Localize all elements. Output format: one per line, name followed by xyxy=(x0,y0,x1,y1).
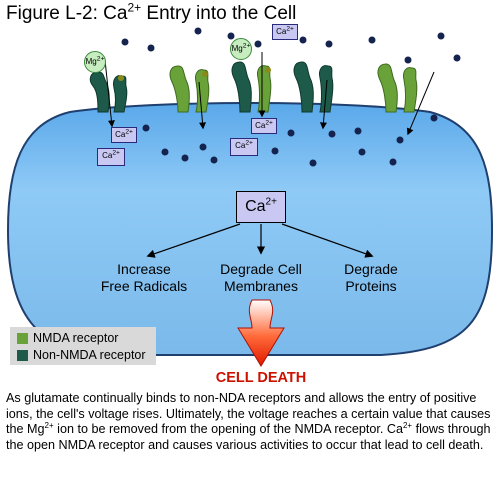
glutamate-dot xyxy=(118,75,124,81)
calcium-node: Ca2+ xyxy=(236,191,286,223)
cell-death-arrow xyxy=(237,299,285,367)
glutamate-dot xyxy=(265,67,271,73)
ca-ion-box: Ca2+ xyxy=(97,148,125,166)
ca-ion-box: Ca2+ xyxy=(230,138,258,156)
nmda-receptor-1 xyxy=(169,65,210,113)
outcome-free-radicals: Increase Free Radicals xyxy=(89,261,199,295)
ion-dots-inside xyxy=(142,124,404,167)
outcome-label: Degrade xyxy=(344,261,398,277)
outcome-proteins: Degrade Proteins xyxy=(316,261,426,295)
ca-ion-box: Ca2+ xyxy=(251,118,277,134)
outcome-label: Proteins xyxy=(345,278,397,294)
legend-item-nmda: NMDA receptor xyxy=(17,331,118,345)
legend-swatch xyxy=(17,349,28,361)
arrow-to-free-radicals xyxy=(146,223,241,258)
mg-ion-2: Mg2+ xyxy=(230,38,252,60)
figure-caption: As glutamate continually binds to non-ND… xyxy=(6,391,491,452)
cell-death-label: CELL DEATH xyxy=(215,370,307,386)
ion-flow-arrow-2 xyxy=(198,81,207,130)
legend-label: NMDA receptor xyxy=(33,331,119,345)
ion-flow-arrow-1 xyxy=(104,59,115,128)
glutamate-dot xyxy=(202,71,208,77)
legend-item-non-nmda: Non-NMDA receptor xyxy=(17,348,146,362)
outcome-label: Increase xyxy=(117,261,171,277)
non-nmda-receptor-1 xyxy=(89,71,128,113)
nmda-receptor-3 xyxy=(377,63,418,113)
legend: NMDA receptor Non-NMDA receptor xyxy=(10,327,156,365)
outcome-cell-membranes: Degrade Cell Membranes xyxy=(206,261,316,295)
ion-dots-outside xyxy=(121,27,461,122)
outcome-label: Membranes xyxy=(224,278,298,294)
figure-title: Figure L-2: Ca2+ Entry into the Cell xyxy=(6,0,297,24)
arrow-to-proteins xyxy=(281,223,374,258)
ion-flow-arrow-4 xyxy=(319,79,328,130)
outcome-label: Free Radicals xyxy=(100,278,188,294)
mg-ion-1: Mg2+ xyxy=(84,51,106,73)
ion-flow-arrow-5 xyxy=(406,71,435,136)
outcome-label: Degrade Cell xyxy=(220,261,302,277)
ca-ion-box: Ca2+ xyxy=(111,127,137,143)
legend-label: Non-NMDA receptor xyxy=(33,348,146,362)
ca-ion-box: Ca2+ xyxy=(272,24,298,40)
legend-swatch xyxy=(17,332,28,344)
